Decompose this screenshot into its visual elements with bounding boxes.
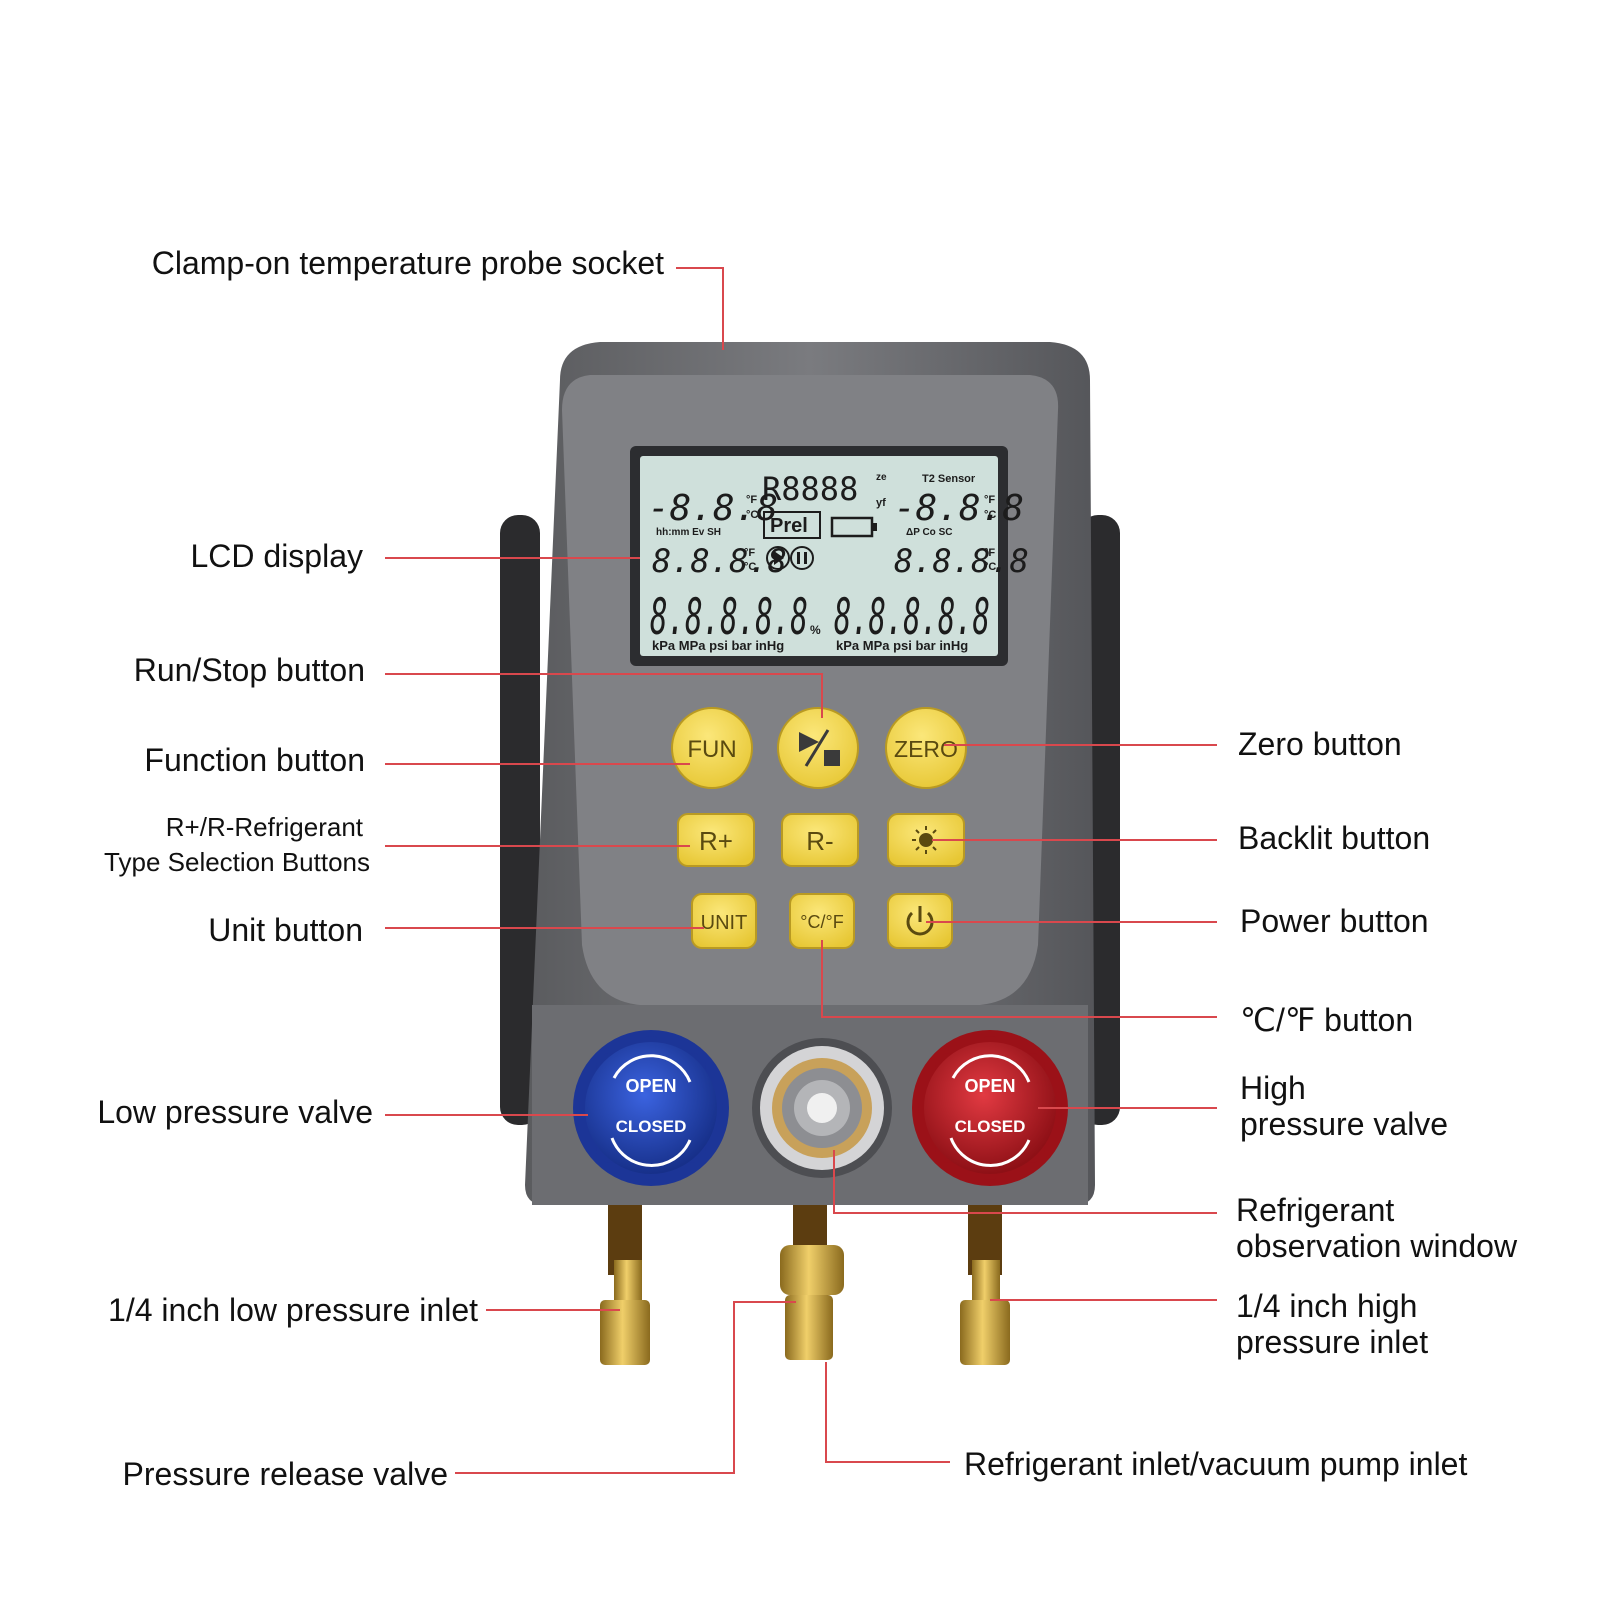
lcd-mid-left-deg-c: °C bbox=[744, 561, 756, 573]
high-knob-open-arrow-icon bbox=[951, 1054, 1031, 1083]
leader-release-valve bbox=[455, 1301, 796, 1474]
low-knob-open-arrow-icon bbox=[612, 1054, 692, 1083]
label-function: Function button bbox=[144, 742, 365, 778]
label-high-inlet-1: 1/4 inch high bbox=[1236, 1288, 1418, 1324]
label-high-valve-1: High bbox=[1240, 1070, 1306, 1106]
lcd-units-left: kPa MPa psi bar inHg bbox=[652, 638, 784, 653]
lcd-mid-left: 8.8.8.8 bbox=[652, 542, 787, 580]
label-vacuum-inlet: Refrigerant inlet/vacuum pump inlet bbox=[964, 1446, 1468, 1482]
run-stop-icon bbox=[799, 729, 840, 767]
leader-run-stop bbox=[385, 673, 823, 718]
left-grip bbox=[500, 515, 540, 1125]
zero-button-label: ZERO bbox=[894, 736, 958, 762]
cf-button[interactable]: °C/°F bbox=[789, 893, 855, 949]
fun-button-label: FUN bbox=[687, 736, 736, 763]
leader-cf bbox=[821, 940, 1217, 1018]
label-lcd-display: LCD display bbox=[190, 538, 363, 574]
low-knob-close-arrow-icon bbox=[610, 1137, 692, 1167]
label-obs-window-1: Refrigerant bbox=[1236, 1192, 1395, 1228]
label-clamp-socket: Clamp-on temperature probe socket bbox=[151, 245, 664, 281]
leader-vacuum-inlet bbox=[825, 1362, 950, 1463]
unit-button[interactable]: UNIT bbox=[691, 893, 757, 949]
leader-obs-window bbox=[833, 1150, 1217, 1214]
refrigerant-observation-window bbox=[752, 1038, 892, 1178]
label-run-stop: Run/Stop button bbox=[133, 652, 365, 688]
lcd-mid-right: 8.8.8.8 bbox=[894, 542, 1029, 580]
low-knob-open-label: OPEN bbox=[625, 1076, 676, 1096]
r-minus-label: R- bbox=[806, 826, 833, 856]
label-high-inlet-2: pressure inlet bbox=[1236, 1324, 1429, 1360]
low-pressure-inlet-fitting bbox=[600, 1185, 650, 1365]
high-knob-open-label: OPEN bbox=[964, 1076, 1015, 1096]
lcd-t1-deg-f: °F bbox=[746, 494, 757, 506]
lcd-r-code: R8888 bbox=[762, 470, 858, 508]
run-stop-button[interactable] bbox=[777, 707, 859, 789]
label-unit: Unit button bbox=[208, 912, 363, 948]
lcd-percent: % bbox=[810, 623, 821, 637]
lcd-ze: ze bbox=[876, 472, 887, 483]
fun-button[interactable]: FUN bbox=[671, 707, 753, 789]
lcd-units-right: kPa MPa psi bar inHg bbox=[836, 638, 968, 653]
label-zero: Zero button bbox=[1238, 726, 1402, 762]
lcd-caption-left: hh:mm Ev SH bbox=[656, 527, 721, 538]
lcd-display: -8.8.8 °F °C R8888 ze yf Prel T2 Sensor … bbox=[630, 446, 1029, 666]
play-pause-icon bbox=[766, 546, 814, 570]
lcd-t2-deg-f: °F bbox=[984, 494, 995, 506]
lcd-prel-box bbox=[763, 511, 821, 539]
label-low-valve: Low pressure valve bbox=[97, 1094, 373, 1130]
lcd-prel: Prel bbox=[770, 515, 808, 537]
lcd-big-right: 8.8.8.8.8 bbox=[834, 588, 990, 646]
power-icon bbox=[906, 906, 934, 936]
r-plus-label: R+ bbox=[699, 826, 733, 856]
lcd-caption-right: ΔP Co SC bbox=[906, 527, 952, 538]
label-power: Power button bbox=[1240, 903, 1429, 939]
label-cf-button: ℃/℉ button bbox=[1240, 1002, 1414, 1038]
high-knob-close-arrow-icon bbox=[949, 1137, 1031, 1167]
cf-button-label: °C/°F bbox=[800, 912, 843, 932]
low-pressure-valve-knob[interactable]: OPEN CLOSED bbox=[573, 1030, 729, 1186]
lcd-mid-right-deg-f: °F bbox=[984, 547, 995, 559]
lcd-t1: -8.8.8 bbox=[648, 488, 778, 529]
lcd-t2: -8.8.8 bbox=[894, 488, 1024, 529]
lcd-yf: yf bbox=[876, 497, 886, 509]
power-button[interactable] bbox=[887, 893, 953, 949]
lcd-t2-sensor: T2 Sensor bbox=[922, 473, 976, 485]
zero-button[interactable]: ZERO bbox=[885, 707, 967, 789]
low-knob-closed-label: CLOSED bbox=[616, 1117, 687, 1136]
label-backlit: Backlit button bbox=[1238, 820, 1431, 856]
r-minus-button[interactable]: R- bbox=[781, 813, 859, 867]
leader-lines bbox=[385, 267, 1217, 1474]
label-refrigerant-sel-1: R+/R-Refrigerant bbox=[165, 812, 363, 842]
lcd-t1-deg-c: °C bbox=[746, 509, 758, 521]
lcd-mid-right-deg-c: °C bbox=[984, 561, 996, 573]
high-knob-closed-label: CLOSED bbox=[955, 1117, 1026, 1136]
label-obs-window-2: observation window bbox=[1236, 1228, 1518, 1264]
unit-button-label: UNIT bbox=[701, 912, 748, 934]
label-low-inlet: 1/4 inch low pressure inlet bbox=[108, 1292, 478, 1328]
lcd-t2-deg-c: °C bbox=[984, 509, 996, 521]
label-release-valve: Pressure release valve bbox=[122, 1456, 448, 1492]
leader-clamp-socket bbox=[676, 267, 724, 350]
lcd-mid-left-deg-f: °F bbox=[744, 547, 755, 559]
label-refrigerant-sel-2: Type Selection Buttons bbox=[104, 847, 370, 877]
label-high-valve-2: pressure valve bbox=[1240, 1106, 1449, 1142]
high-pressure-valve-knob[interactable]: OPEN CLOSED bbox=[912, 1030, 1068, 1186]
r-plus-button[interactable]: R+ bbox=[677, 813, 755, 867]
lcd-big-left: 8.8.8.8.8 bbox=[650, 588, 808, 646]
